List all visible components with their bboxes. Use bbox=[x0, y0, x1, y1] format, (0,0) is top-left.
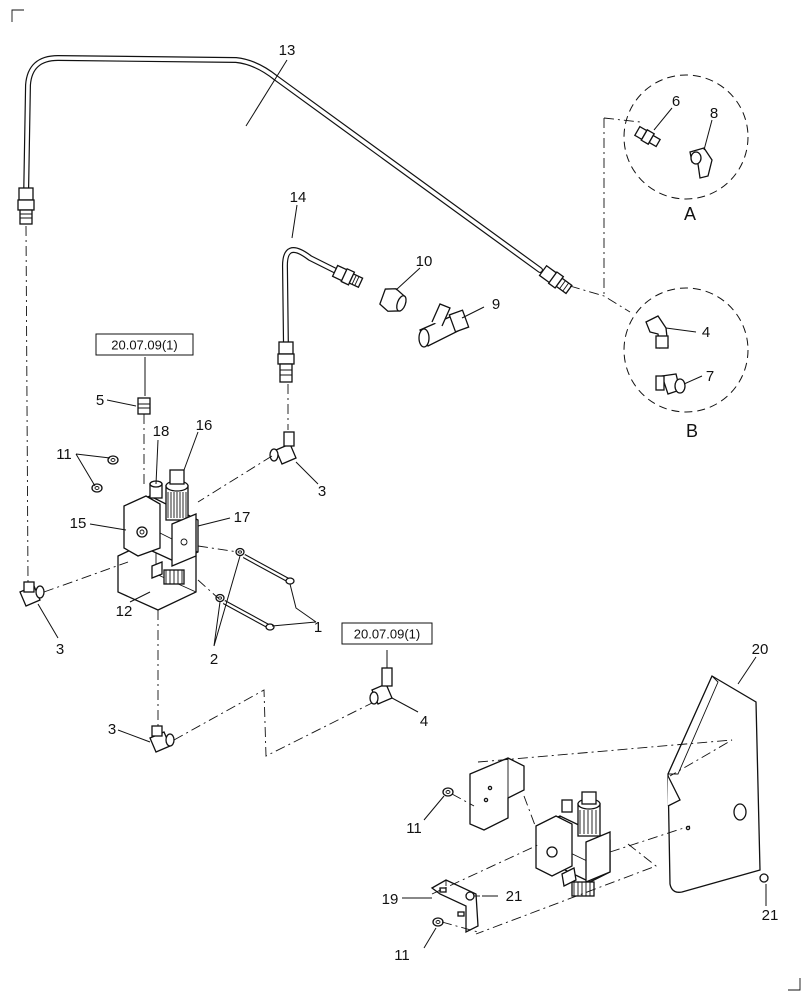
callout-15: 15 bbox=[70, 515, 87, 532]
callout-7: 7 bbox=[706, 368, 714, 385]
callout-5: 5 bbox=[96, 392, 104, 409]
callout-1: 1 bbox=[314, 619, 322, 636]
bolts-1 bbox=[222, 553, 295, 631]
callout-12: 12 bbox=[116, 603, 133, 620]
reference-label-bottom: 20.07.09(1) bbox=[354, 627, 421, 642]
elbow-3-left bbox=[19, 225, 129, 607]
valve-assembly-12 bbox=[117, 469, 199, 611]
mounting-plate-upper bbox=[469, 757, 525, 831]
callout-6: 6 bbox=[672, 93, 680, 110]
callout-2: 2 bbox=[210, 651, 218, 668]
reference-box-bottom[interactable]: 20.07.09(1) bbox=[341, 622, 433, 645]
assembly-lines-lower bbox=[431, 739, 733, 935]
callout-4-top: 4 bbox=[702, 324, 710, 341]
tee-fitting-9 bbox=[418, 303, 470, 348]
hose-14 bbox=[277, 247, 364, 383]
fitting-5 bbox=[137, 397, 151, 486]
callout-16: 16 bbox=[196, 417, 213, 434]
detail-b-circle bbox=[569, 285, 749, 413]
callout-14: 14 bbox=[290, 189, 307, 206]
nut-10 bbox=[379, 288, 407, 312]
detail-a-circle bbox=[603, 74, 749, 296]
detail-label-a: A bbox=[684, 204, 696, 224]
screws-21 bbox=[465, 873, 769, 901]
callout-9: 9 bbox=[492, 296, 500, 313]
callout-10: 10 bbox=[416, 253, 433, 270]
callout-21-left: 21 bbox=[506, 888, 523, 905]
corner-mark-top-left bbox=[11, 9, 24, 22]
callout-19: 19 bbox=[382, 891, 399, 908]
reference-box-top[interactable]: 20.07.09(1) bbox=[95, 333, 194, 356]
hose-13 bbox=[17, 55, 573, 295]
reference-label-top: 20.07.09(1) bbox=[111, 338, 178, 353]
callout-11-bottom: 11 bbox=[394, 947, 410, 964]
elbow-3-bottom bbox=[149, 610, 375, 757]
callout-17: 17 bbox=[234, 509, 251, 526]
nuts-11-lower bbox=[432, 787, 454, 927]
valve-assembly-installed bbox=[535, 791, 611, 897]
callout-11-top: 11 bbox=[56, 446, 72, 463]
callout-3-middle: 3 bbox=[318, 483, 326, 500]
bracket-20 bbox=[667, 675, 761, 893]
callout-8: 8 bbox=[710, 105, 718, 122]
callout-18: 18 bbox=[153, 423, 170, 440]
callout-20: 20 bbox=[752, 641, 769, 658]
washers-2 bbox=[215, 547, 245, 603]
callout-3-bottom: 3 bbox=[108, 721, 116, 738]
elbow-4-bottom bbox=[369, 650, 393, 705]
detail-label-b: B bbox=[686, 421, 698, 441]
callout-4-bottom: 4 bbox=[420, 713, 428, 730]
callout-11-middle: 11 bbox=[406, 820, 422, 837]
callout-3-left: 3 bbox=[56, 641, 64, 658]
callout-13: 13 bbox=[279, 42, 296, 59]
nut-11-upper bbox=[91, 455, 119, 493]
corner-mark-bottom-right bbox=[788, 978, 801, 991]
leader-lines bbox=[37, 59, 767, 949]
callout-21-right: 21 bbox=[762, 907, 779, 924]
elbow-3-middle bbox=[197, 384, 297, 503]
